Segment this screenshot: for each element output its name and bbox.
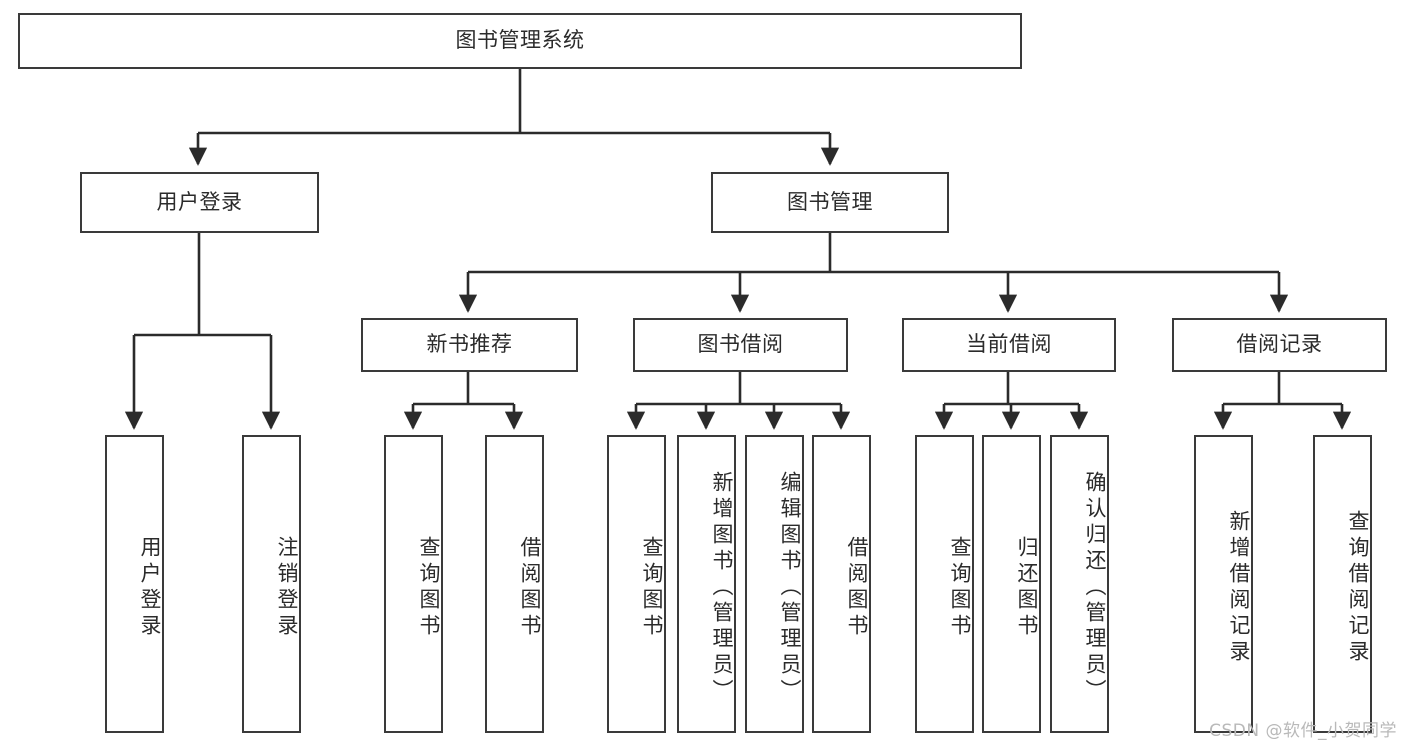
node-label: 图书管理 xyxy=(787,189,873,214)
node-label: 新增图书（管理员） xyxy=(710,471,734,705)
leaf-logout[interactable]: 注销登录 xyxy=(242,435,301,733)
leaf-add-book-admin[interactable]: 新增图书（管理员） xyxy=(677,435,736,733)
node-label: 借阅记录 xyxy=(1236,332,1323,357)
node-root-book-management-system[interactable]: 图书管理系统 xyxy=(18,13,1022,69)
node-label: 新增借阅记录 xyxy=(1227,510,1251,666)
node-label: 查询借阅记录 xyxy=(1346,510,1370,666)
leaf-edit-book-admin[interactable]: 编辑图书（管理员） xyxy=(745,435,804,733)
leaf-borrow-books-recommendation[interactable]: 借阅图书 xyxy=(485,435,544,733)
node-label: 确认归还（管理员） xyxy=(1083,471,1107,705)
node-label: 查询图书 xyxy=(417,536,441,640)
leaf-confirm-return-admin[interactable]: 确认归还（管理员） xyxy=(1050,435,1109,733)
leaf-return-books[interactable]: 归还图书 xyxy=(982,435,1041,733)
node-label: 用户登录 xyxy=(156,189,243,214)
node-label: 借阅图书 xyxy=(518,536,542,640)
leaf-query-books-current[interactable]: 查询图书 xyxy=(915,435,974,733)
node-user-login[interactable]: 用户登录 xyxy=(80,172,319,233)
node-label: 查询图书 xyxy=(640,536,664,640)
node-borrowing-records[interactable]: 借阅记录 xyxy=(1172,318,1387,372)
leaf-user-login[interactable]: 用户登录 xyxy=(105,435,164,733)
leaf-query-borrowing-record[interactable]: 查询借阅记录 xyxy=(1313,435,1372,733)
node-label: 编辑图书（管理员） xyxy=(778,471,802,705)
node-book-management[interactable]: 图书管理 xyxy=(711,172,949,233)
leaf-query-books-borrowing[interactable]: 查询图书 xyxy=(607,435,666,733)
node-label: 用户登录 xyxy=(138,536,162,640)
leaf-add-borrowing-record[interactable]: 新增借阅记录 xyxy=(1194,435,1253,733)
leaf-borrow-books-borrowing[interactable]: 借阅图书 xyxy=(812,435,871,733)
node-label: 图书借阅 xyxy=(697,332,784,357)
node-label: 新书推荐 xyxy=(426,332,513,357)
node-label: 归还图书 xyxy=(1015,536,1039,640)
node-label: 当前借阅 xyxy=(966,332,1052,357)
node-new-book-recommendation[interactable]: 新书推荐 xyxy=(361,318,578,372)
node-label: 注销登录 xyxy=(275,536,299,640)
node-label: 借阅图书 xyxy=(845,536,869,640)
node-label: 图书管理系统 xyxy=(455,28,585,53)
node-current-borrowing[interactable]: 当前借阅 xyxy=(902,318,1116,372)
csdn-watermark: CSDN @软件_小贺同学 xyxy=(1209,721,1397,741)
node-book-borrowing[interactable]: 图书借阅 xyxy=(633,318,848,372)
leaf-query-books-recommendation[interactable]: 查询图书 xyxy=(384,435,443,733)
node-label: 查询图书 xyxy=(948,536,972,640)
